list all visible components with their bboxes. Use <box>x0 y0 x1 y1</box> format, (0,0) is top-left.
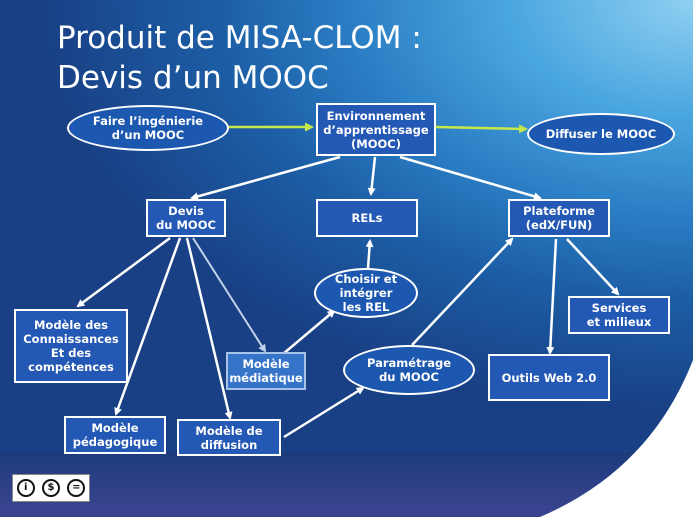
slide-title-line2: Devis d’un MOOC <box>57 60 329 96</box>
arrow-plateforme-to-services <box>566 238 620 296</box>
node-choisir-integrer-rel: Choisir et intégrer les REL <box>314 268 418 318</box>
node-modele-connaissances: Modèle des Connaissances Et des compéten… <box>14 309 128 383</box>
cc-by-icon: i <box>16 479 35 497</box>
arrow-diffusion-to-parametrage <box>283 386 365 439</box>
arrow-plateforme-to-outils <box>546 238 558 355</box>
arrow-env-to-rels <box>367 156 377 196</box>
node-modele-mediatique: Modèle médiatique <box>226 352 306 390</box>
arrow-env-to-plateforme <box>399 155 542 201</box>
node-plateforme: Plateforme (edX/FUN) <box>508 199 610 237</box>
node-rels: RELs <box>316 199 418 237</box>
arrow-parametrage-to-plateforme <box>411 237 514 346</box>
slide-title-line1: Produit de MISA-CLOM : <box>57 20 422 56</box>
arrow-devis-to-mediatique <box>192 237 267 353</box>
node-outils-web: Outils Web 2.0 <box>488 354 610 401</box>
node-modele-pedagogique: Modèle pédagogique <box>64 416 166 454</box>
node-environnement-apprentissage: Environnement d’apprentissage (MOOC) <box>316 103 436 156</box>
node-diffuser-mooc: Diffuser le MOOC <box>527 113 675 155</box>
node-devis-mooc: Devis du MOOC <box>146 199 226 237</box>
cc-nd-icon: = <box>67 479 86 497</box>
arrow-devis-to-pedagogique <box>114 237 182 416</box>
node-faire-ingenierie: Faire l’ingénierie d’un MOOC <box>67 105 229 151</box>
cc-nc-icon: $ <box>41 479 60 497</box>
arrow-choisir-to-rels <box>365 239 374 269</box>
creative-commons-license-badge: i $ = <box>12 474 90 502</box>
arrow-environnement-to-diffuser <box>435 124 528 134</box>
node-parametrage-mooc: Paramétrage du MOOC <box>343 345 475 395</box>
node-services-milieux: Services et milieux <box>568 296 670 334</box>
arrow-env-to-devis <box>190 155 341 201</box>
arrow-mediatique-to-choisir <box>282 309 336 355</box>
arrow-devis-to-connaissances <box>76 236 171 308</box>
node-modele-diffusion: Modèle de diffusion <box>177 419 281 456</box>
arrow-devis-to-diffusion <box>185 237 233 420</box>
